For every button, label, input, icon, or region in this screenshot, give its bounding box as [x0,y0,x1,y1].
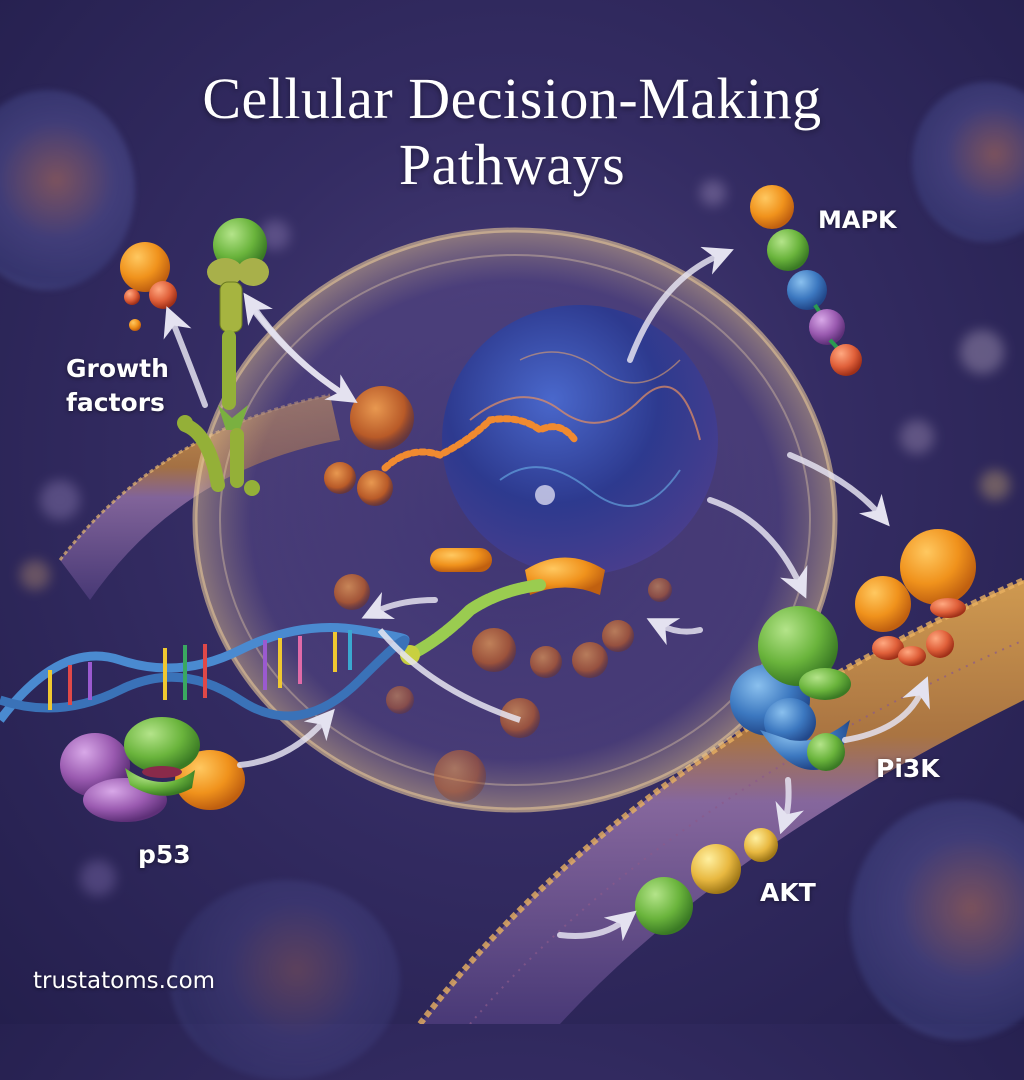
label-growth-factors: Growth factors [66,352,169,420]
signal-arrows [163,246,930,942]
peptide-chain [404,579,546,661]
label-akt: AKT [760,878,816,907]
bokeh-dot [40,480,80,520]
arrow-p53-up [237,708,335,768]
bokeh-dot [20,560,50,590]
organelles [324,386,672,802]
dna-helix [0,623,410,723]
label-pi3k: Pi3K [876,754,940,783]
p53-complex [60,717,245,822]
arrow-right-lower [646,618,703,646]
label-mapk: MAPK [818,206,897,234]
mapk-cascade [750,185,862,376]
arrow-mapk-down [787,452,890,527]
pathway-illustration [0,185,1024,1024]
akt-chain [635,828,778,935]
label-growth-factors-line-2: factors [66,388,165,417]
bokeh-dot [700,180,726,206]
title-line-1: Cellular Decision-Making [202,66,822,131]
arrow-akt-left [557,910,637,942]
bokeh-dot [980,470,1010,500]
bokeh-dot [80,860,116,896]
background-cell-bottom-right [850,800,1024,1040]
mrna-strand [381,415,579,472]
arrow-nucleus-to-mapk [627,246,734,363]
ribosome [430,548,605,595]
arrow-pi3k-to-akt [775,777,804,835]
arrow-pi3k-right [842,676,930,743]
pi3k-complex [730,529,976,771]
background-cell-top-right [912,82,1024,242]
background-cell-top-left [0,90,135,290]
title-line-2: Pathways [398,132,626,197]
label-p53: p53 [138,840,191,869]
arrow-growth-to-ligand [163,306,208,408]
nucleus [442,305,718,575]
label-growth-factors-line-1: Growth [66,354,169,383]
bokeh-dot [960,330,1004,374]
bokeh-dot [900,420,934,454]
growth-factor-ligand [120,242,177,331]
arrow-cell-left [361,591,438,620]
watermark: trustatoms.com [33,968,216,994]
page-title: Cellular Decision-Making Pathways [0,66,1024,198]
growth-factor-receptor [177,218,269,496]
arrow-nucleus-to-pi3k [707,497,808,599]
